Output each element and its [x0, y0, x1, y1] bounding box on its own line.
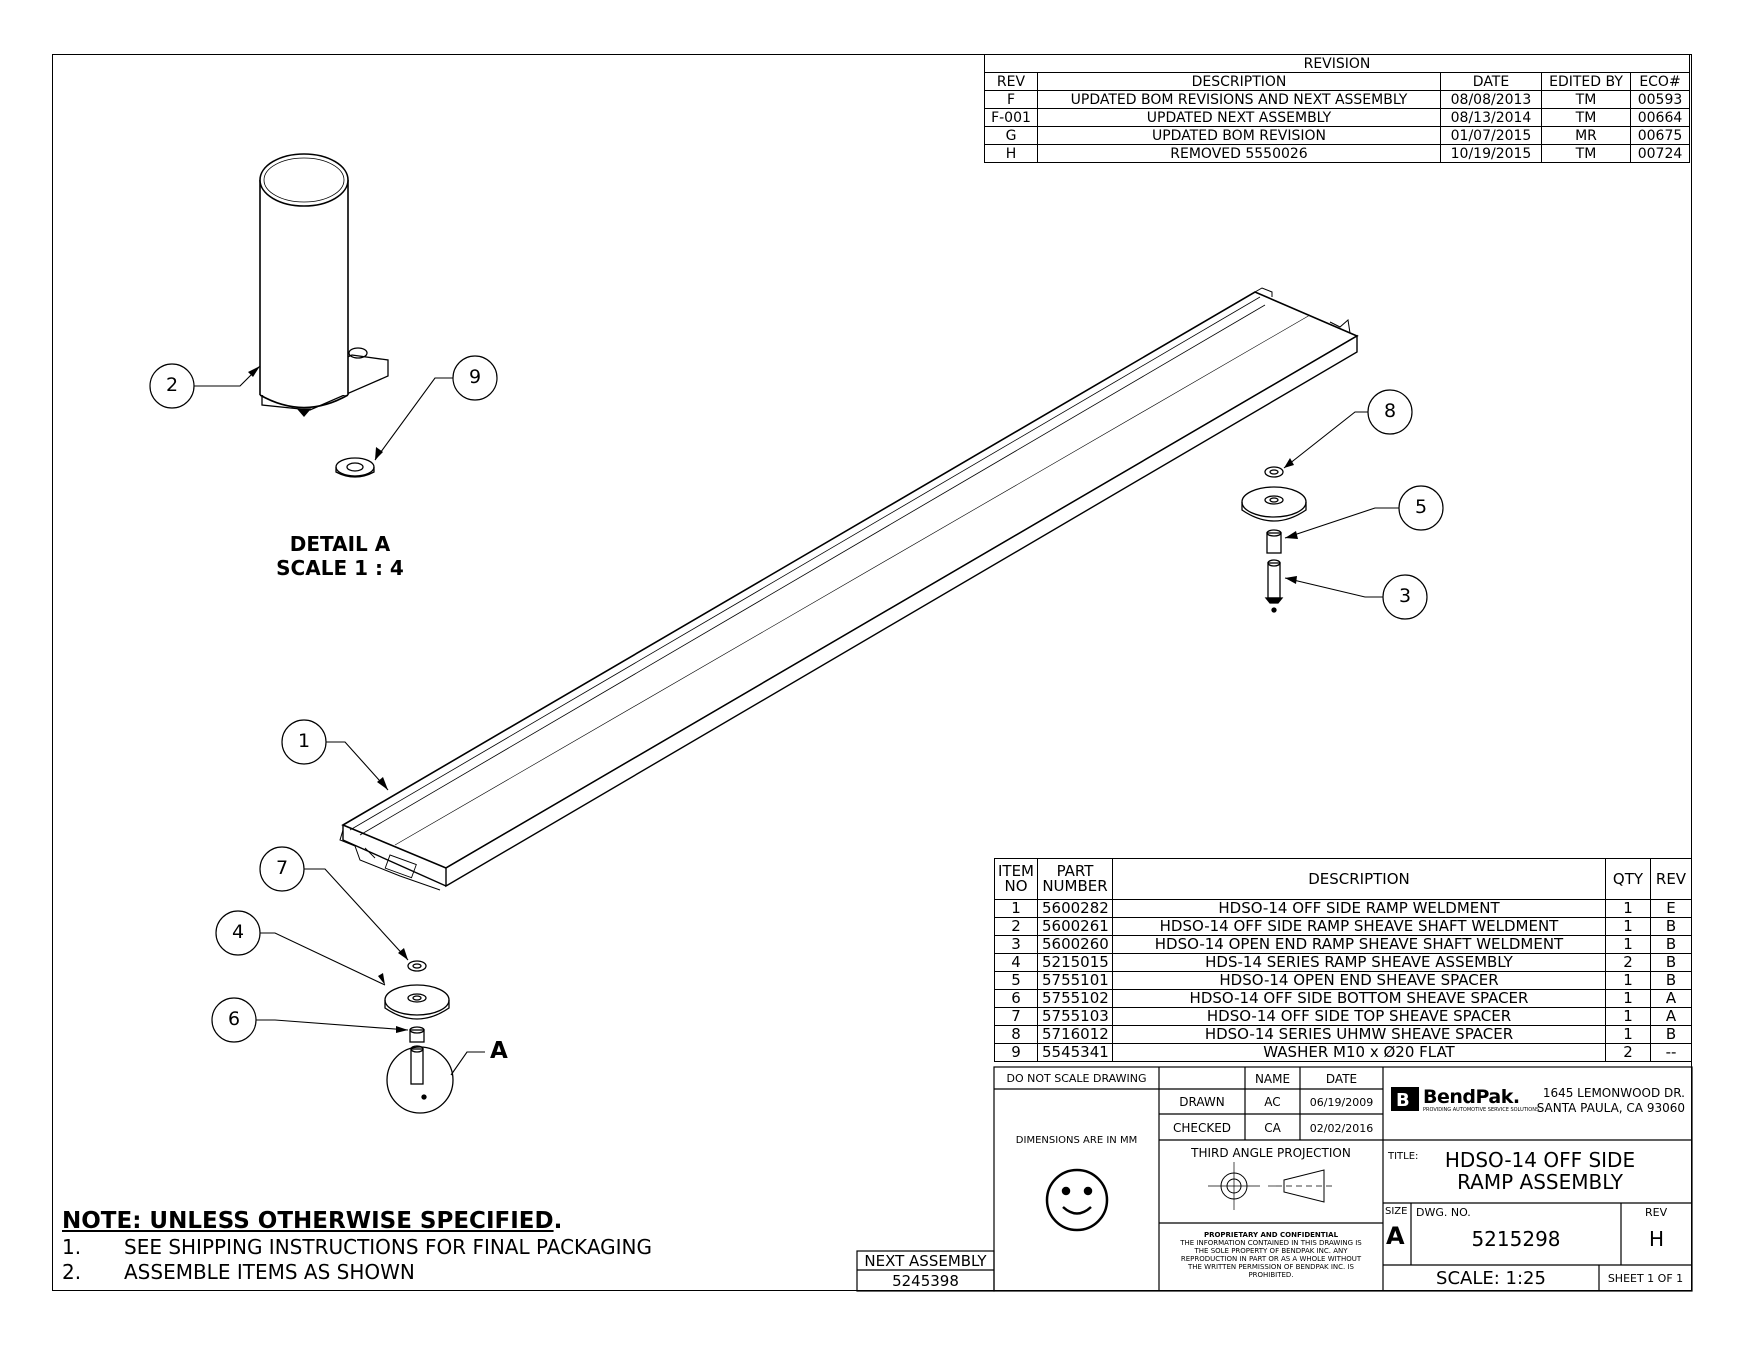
drawn-date: 06/19/2009	[1309, 1096, 1374, 1109]
note-item: 2.ASSEMBLE ITEMS AS SHOWN	[62, 1260, 415, 1284]
ramp-weldment	[339, 287, 1359, 891]
dwg-no-value: 5215298	[1471, 1227, 1561, 1251]
rev-label: REV	[1645, 1206, 1668, 1219]
detail-title: DETAIL A	[289, 532, 391, 556]
revision-header-row: REV DESCRIPTION DATE EDITED BY ECO#	[984, 72, 1690, 91]
next-assembly-value: 5245398	[892, 1272, 959, 1290]
third-angle-projection-symbol	[1208, 1162, 1332, 1210]
title-label: TITLE:	[1388, 1151, 1419, 1162]
balloon-8: 8	[1383, 400, 1397, 422]
drawn-label: DRAWN	[1179, 1095, 1225, 1109]
balloon-1: 1	[297, 730, 311, 752]
checked-name: CA	[1264, 1121, 1281, 1135]
date-label: DATE	[1325, 1072, 1358, 1086]
balloon-7: 7	[275, 857, 289, 879]
balloon-6: 6	[227, 1008, 241, 1030]
size-label: SIZE	[1385, 1206, 1408, 1217]
leader-arrows	[248, 366, 1298, 1033]
scale-value: SCALE: 1:25	[1436, 1268, 1546, 1289]
company-tagline: PROVIDING AUTOMOTIVE SERVICE SOLUTIONS	[1423, 1107, 1540, 1113]
shaft-weldment-detail	[259, 153, 389, 417]
smiley-icon	[1045, 1168, 1109, 1232]
proprietary-notice: PROPRIETARY AND CONFIDENTIAL THE INFORMA…	[1180, 1231, 1362, 1279]
detail-scale: SCALE 1 : 4	[276, 556, 404, 580]
leader-lines	[194, 365, 1399, 1076]
drawn-name: AC	[1264, 1095, 1281, 1109]
title-block-lines	[856, 1066, 1693, 1292]
washer-detail	[335, 457, 375, 478]
balloon-2: 2	[165, 374, 179, 396]
revision-title: REVISION	[984, 54, 1690, 73]
detail-callout-a: A	[490, 1038, 508, 1064]
rev-value: H	[1648, 1227, 1665, 1251]
next-assembly-label: NEXT ASSEMBLY	[864, 1252, 987, 1270]
drawing-title-line-2: RAMP ASSEMBLY	[1457, 1170, 1623, 1194]
dimensions-note: DIMENSIONS ARE IN MM	[1015, 1135, 1138, 1146]
size-value: A	[1386, 1222, 1405, 1250]
right-sheave-stack	[1241, 466, 1307, 613]
dwg-no-label: DWG. NO.	[1416, 1206, 1471, 1219]
balloons	[149, 355, 1444, 1043]
notes-title-period: .	[553, 1208, 563, 1234]
notes-block: NOTE: UNLESS OTHERWISE SPECIFIED. 1.SEE …	[62, 1208, 652, 1284]
company-name: BendPak.	[1423, 1086, 1520, 1108]
do-not-scale: DO NOT SCALE DRAWING	[1006, 1072, 1147, 1085]
bendpak-logo: B	[1391, 1087, 1419, 1111]
balloon-3: 3	[1398, 585, 1412, 607]
projection-label: THIRD ANGLE PROJECTION	[1191, 1146, 1351, 1160]
address-line-2: SANTA PAULA, CA 93060	[1536, 1101, 1685, 1115]
balloon-5: 5	[1414, 496, 1428, 518]
checked-label: CHECKED	[1172, 1121, 1232, 1135]
svg-text:B: B	[1396, 1090, 1410, 1111]
left-sheave-stack	[384, 960, 454, 1114]
detail-label: DETAIL A SCALE 1 : 4	[260, 532, 420, 580]
name-label: NAME	[1254, 1072, 1291, 1086]
bom-header-row: ITEM NO PART NUMBER DESCRIPTION QTY REV	[994, 858, 1692, 900]
checked-date: 02/02/2016	[1309, 1122, 1374, 1135]
bill-of-materials: ITEM NO PART NUMBER DESCRIPTION QTY REV …	[994, 858, 1692, 1062]
sheet-number: SHEET 1 OF 1	[1607, 1272, 1684, 1285]
notes-title: NOTE: UNLESS OTHERWISE SPECIFIED	[62, 1208, 554, 1234]
address-line-1: 1645 LEMONWOOD DR.	[1542, 1086, 1685, 1100]
balloon-4: 4	[231, 921, 245, 943]
drawing-title-line-1: HDSO-14 OFF SIDE	[1444, 1148, 1636, 1172]
revision-table: REVISION REV DESCRIPTION DATE EDITED BY …	[984, 54, 1690, 163]
balloon-9: 9	[468, 366, 482, 388]
note-item: 1.SEE SHIPPING INSTRUCTIONS FOR FINAL PA…	[62, 1235, 653, 1259]
